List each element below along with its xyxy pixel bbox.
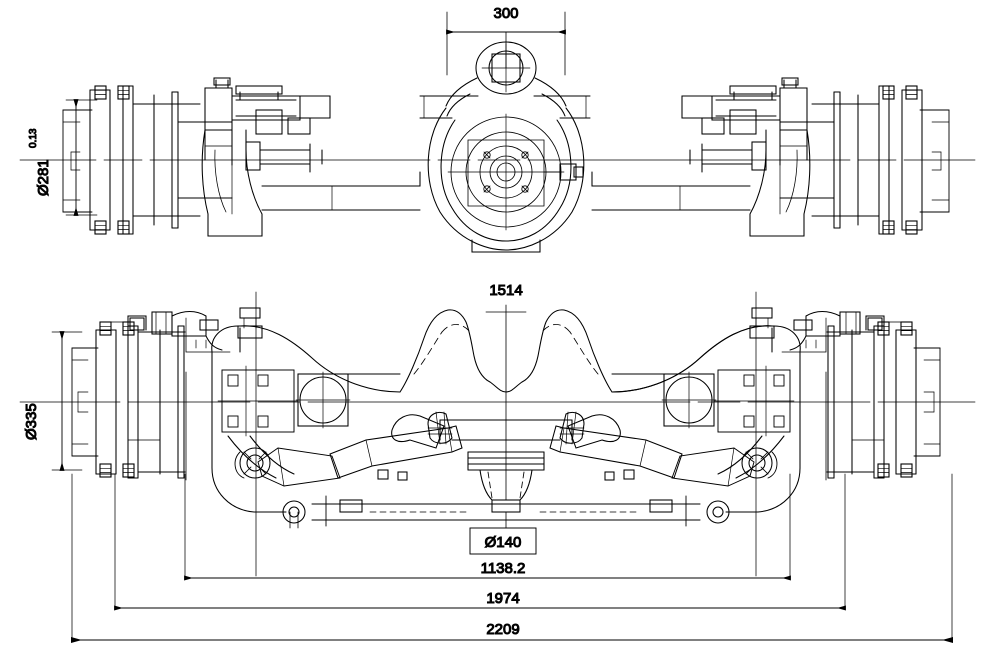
left-center-pin-bracket bbox=[427, 411, 453, 445]
center-upper-rails bbox=[419, 95, 591, 119]
plan-left-hub bbox=[71, 307, 263, 481]
plan-top-view: 1514 Ø335 bbox=[19, 281, 976, 644]
left-lower-link bbox=[261, 171, 421, 211]
right-ball-joint bbox=[741, 447, 778, 479]
dimension-label-1138: 1138.2 bbox=[481, 560, 526, 577]
plan-right-hub bbox=[749, 307, 941, 481]
right-lower-link bbox=[591, 171, 751, 211]
plan-left-driveshaft bbox=[234, 411, 463, 487]
dimension-1514 bbox=[255, 291, 757, 577]
dimension-label-2209: 2209 bbox=[486, 621, 519, 638]
dimension-label-140: Ø140 bbox=[485, 534, 522, 551]
dimension-2209 bbox=[70, 473, 954, 644]
right-side-assembly bbox=[591, 77, 950, 237]
plan-right-driveshaft bbox=[549, 411, 778, 487]
dimension-335 bbox=[51, 331, 83, 471]
dimension-1974 bbox=[114, 473, 846, 611]
dimension-label-281-tolerance: 0.13 bbox=[28, 128, 39, 148]
left-suspension-bracket bbox=[201, 77, 331, 237]
dimension-label-281: Ø281 bbox=[35, 159, 52, 196]
plan-right-beam bbox=[611, 325, 801, 513]
plan-left-beam bbox=[211, 325, 401, 513]
note-box-140 bbox=[469, 527, 537, 555]
dimension-label-300: 300 bbox=[493, 5, 518, 22]
dimension-1138 bbox=[184, 473, 791, 581]
dimension-281 bbox=[65, 99, 98, 216]
dimension-label-335: Ø335 bbox=[23, 403, 40, 440]
plan-right-assembly bbox=[611, 307, 941, 513]
plan-track-bar bbox=[282, 495, 730, 529]
dimension-label-1974: 1974 bbox=[486, 590, 519, 607]
front-elevation-view: 300 Ø281 0.13 bbox=[19, 4, 976, 253]
left-ball-joint bbox=[234, 447, 271, 479]
right-suspension-bracket bbox=[681, 77, 811, 237]
right-center-pin-bracket bbox=[559, 411, 585, 445]
dimension-label-1514: 1514 bbox=[489, 282, 522, 299]
